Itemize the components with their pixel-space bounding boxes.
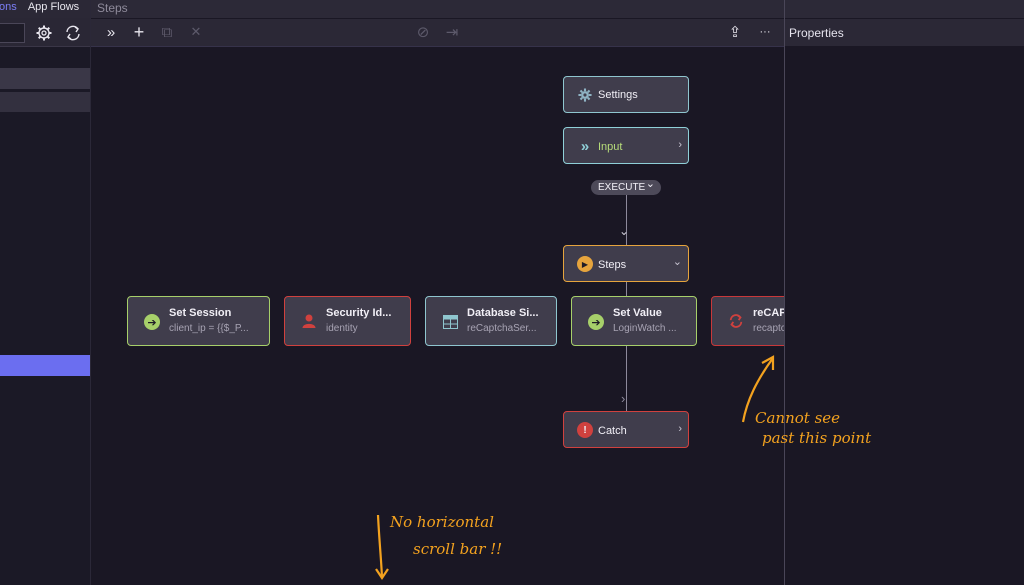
steps-toolbar [91,19,784,47]
annotation-right-line2: past this point [762,429,872,447]
security-identity-subtitle: identity [326,323,358,334]
set-session-node[interactable]: ➔ Set Session client_ip = {{$_P... [127,296,270,346]
database-single-title: Database Si... [467,307,539,319]
settings-label: Settings [598,89,638,101]
play-icon: ▶ [577,256,593,272]
set-session-subtitle: client_ip = {{$_P... [169,323,249,334]
catch-node[interactable]: ! Catch › [563,411,689,448]
gear-icon [577,87,593,103]
double-chevron-icon: » [580,137,590,155]
catch-label: Catch [598,425,627,437]
annotation-bottom-line2: scroll bar !! [413,540,503,558]
properties-title: Properties [789,26,844,40]
export-icon[interactable]: ⇥ [445,24,459,41]
connector-line [626,346,627,412]
refresh-icon [728,313,744,329]
tab-app-flows[interactable]: App Flows [27,1,80,13]
connector-line [626,282,627,298]
recaptcha-subtitle: recaptc [753,323,784,334]
left-search-input[interactable] [0,23,25,43]
expand-icon[interactable]: » [106,23,116,41]
annotation-arrow-down [375,514,389,580]
connector-arrow-right-icon: › [621,391,626,406]
settings-node[interactable]: Settings [563,76,689,113]
chevron-right-icon: › [678,423,682,435]
arrow-right-circle-icon: ➔ [588,314,604,330]
steps-node[interactable]: ▶ Steps ⌄ [563,245,689,282]
set-session-title: Set Session [169,307,232,319]
properties-toolbar [785,19,1024,46]
chevron-down-icon: ⌄ [672,256,682,268]
arrow-right-circle-icon: ➔ [144,314,160,330]
copy-icon[interactable]: ⧉ [161,23,173,41]
connector-arrow-down-icon: ⌄ [619,224,630,238]
delete-icon[interactable]: ✕ [190,24,202,39]
left-list-selected-row[interactable] [0,355,90,376]
tab-partial[interactable]: ons [0,1,17,13]
gear-icon[interactable] [34,23,54,43]
input-label: Input [598,141,623,153]
input-node[interactable]: » Input › [563,127,689,164]
add-icon[interactable]: + [133,21,145,42]
left-tab-bar: ons App Flows [0,0,90,18]
chevron-down-icon: ⌄ [645,178,655,190]
recaptcha-node[interactable]: reCAP recaptc [711,296,784,346]
annotation-right-line1: Cannot see [755,409,841,427]
table-icon [442,314,458,330]
disable-icon[interactable]: ⊘ [416,24,430,41]
annotation-arrow-up [741,355,775,423]
user-icon [301,313,317,329]
pane-divider[interactable] [784,0,785,585]
set-value-subtitle: LoginWatch ... [613,323,677,334]
security-identity-node[interactable]: Security Id... identity [284,296,411,346]
annotation-bottom-line1: No horizontal [390,513,494,531]
properties-header [785,0,1024,18]
steps-title: Steps [97,1,128,15]
execute-badge[interactable]: EXECUTE ⌄ [591,178,661,195]
connector-line [626,195,627,247]
properties-pane [785,47,1024,585]
execute-label: EXECUTE [598,182,646,193]
security-identity-title: Security Id... [326,307,392,319]
alert-icon: ! [577,422,593,438]
left-list-row[interactable] [0,92,90,112]
database-single-node[interactable]: Database Si... reCaptchaSer... [425,296,557,346]
set-value-node[interactable]: ➔ Set Value LoginWatch ... [571,296,697,346]
recaptcha-title: reCAP [753,307,784,319]
set-value-title: Set Value [613,307,662,319]
more-icon[interactable]: ··· [759,26,771,38]
steps-header [91,0,784,18]
chevron-right-icon: › [678,139,682,151]
share-icon[interactable]: ⇪ [728,24,742,41]
database-single-subtitle: reCaptchaSer... [467,323,537,334]
steps-label: Steps [598,259,627,271]
refresh-icon[interactable] [63,23,83,43]
left-list-row[interactable] [0,68,90,89]
recaptcha-clip: reCAP recaptc [711,296,784,346]
